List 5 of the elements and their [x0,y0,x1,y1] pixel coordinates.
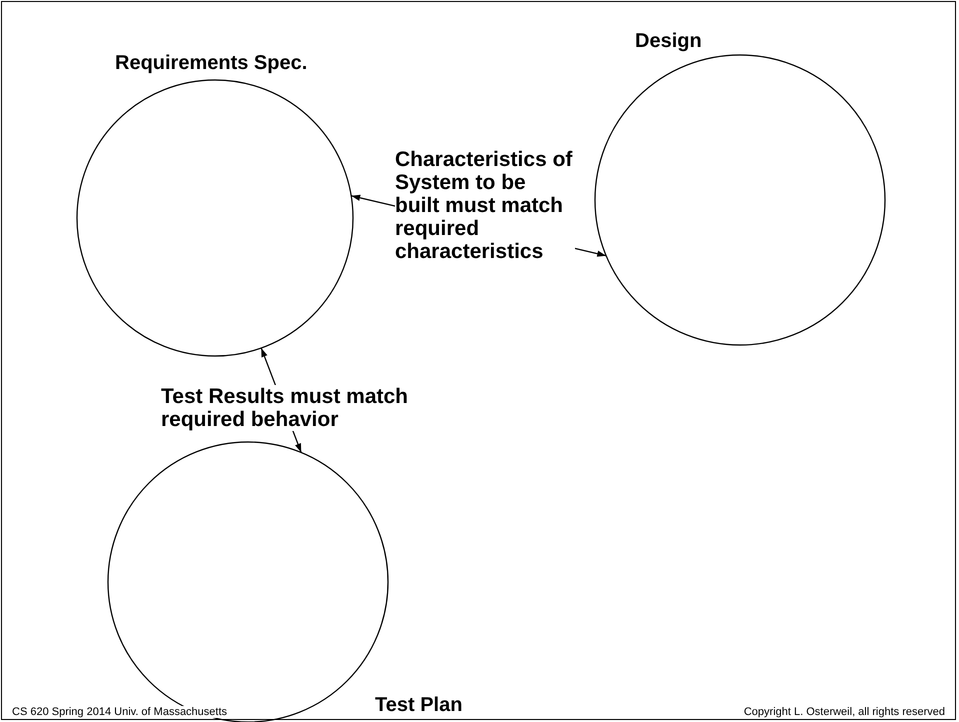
node-heading: Design [635,30,702,53]
node-heading: Requirements Spec. [115,52,308,75]
footer-text: Copyright L. Osterweil, all rights reserved [744,706,945,718]
node-heading: Test Plan [375,694,462,717]
footer-text: CS 620 Spring 2014 Univ. of Massachusetts [12,706,228,718]
